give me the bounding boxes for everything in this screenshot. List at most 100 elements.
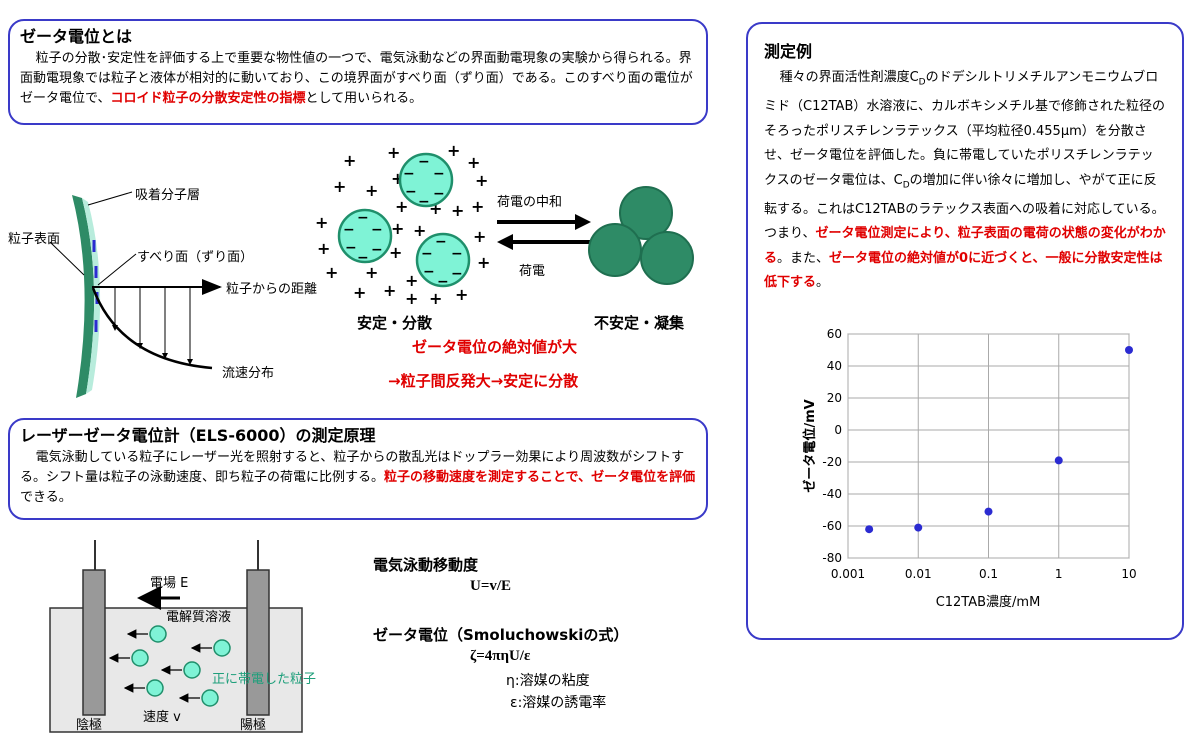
svg-text:+: + (467, 153, 480, 172)
svg-text:−: − (435, 234, 447, 250)
svg-text:+: + (405, 289, 418, 308)
cathode-electrode (82, 569, 106, 716)
repulsion-label: →粒子間反発大→安定に分散 (388, 372, 579, 390)
svg-text:+: + (317, 239, 330, 258)
chart-xlabel: C12TAB濃度/mM (936, 594, 1041, 610)
svg-text:−: − (357, 210, 369, 226)
svg-text:−: − (451, 266, 463, 282)
svg-text:+: + (473, 227, 486, 246)
stable-label: 安定・分散 (357, 314, 433, 332)
dispersion-diagram: ++++ ++++ ++++ ++++ ++++ ++++ +++ −−−−−−… (315, 141, 694, 308)
svg-text:+: + (429, 289, 442, 308)
svg-text:+: + (353, 283, 366, 302)
svg-text:−: − (357, 250, 369, 266)
svg-text:+: + (395, 197, 408, 216)
svg-text:+: + (447, 141, 460, 160)
svg-text:−: − (343, 222, 355, 238)
cathode-label: 陰極 (76, 718, 103, 733)
y-tick-label: -20 (822, 455, 842, 469)
x-tick-label: 1 (1055, 567, 1063, 581)
charge-label: 荷電 (519, 264, 546, 279)
data-point (984, 507, 993, 516)
data-point (1125, 346, 1133, 354)
y-tick-label: 20 (827, 391, 842, 405)
electrophoresis-cell (49, 540, 303, 733)
svg-text:−: − (451, 246, 463, 262)
example-highlight-1: ゼータ電位測定により、粒子表面の電荷の状態の変化がわかる (764, 226, 1166, 266)
neutralize-label: 荷電の中和 (497, 195, 563, 210)
zeta-intro-text: 粒子の分散･安定性を評価する上で重要な物性値の一つで、電気泳動などの界面動電現象… (20, 51, 693, 106)
svg-text:+: + (391, 219, 404, 238)
data-point (1054, 456, 1063, 465)
zeta-equation: ζ=4πηU/ε (470, 648, 531, 664)
svg-text:+: + (365, 263, 378, 282)
example-text: 種々の界面活性剤濃度CDのドデシルトリメチルアンモニウムブロミド（C12TAB）… (764, 70, 1166, 291)
svg-text:+: + (325, 263, 338, 282)
data-point (865, 525, 874, 534)
flow-label: 流速分布 (222, 366, 275, 381)
adsorbed-layer-label: 吸着分子層 (135, 188, 201, 203)
svg-text:−: − (371, 222, 383, 238)
x-tick-label: 0.01 (905, 567, 932, 581)
permittivity-label: ε:溶媒の誘電率 (510, 695, 607, 711)
svg-text:+: + (365, 181, 378, 200)
chart-ylabel: ゼータ電位/mV (802, 399, 818, 492)
distance-label: 粒子からの距離 (226, 282, 318, 297)
y-tick-label: -60 (822, 519, 842, 533)
y-tick-label: -80 (822, 551, 842, 565)
svg-text:−: − (371, 242, 383, 258)
svg-text:+: + (413, 221, 426, 240)
anode-electrode (246, 569, 270, 716)
mobility-title: 電気泳動移動度 (373, 556, 479, 574)
svg-text:+: + (315, 213, 328, 232)
viscosity-label: η:溶媒の粘度 (506, 673, 590, 689)
svg-text:+: + (451, 201, 464, 220)
field-label: 電場 E (150, 576, 189, 591)
particle-surface-layer (72, 195, 95, 398)
svg-text:+: + (389, 243, 402, 262)
svg-text:−: − (433, 166, 445, 182)
mobility-equation: U=v/E (470, 578, 512, 594)
principle-box: レーザーゼータ電位計（ELS-6000）の測定原理 電気泳動している粒子にレーザ… (8, 418, 708, 520)
x-tick-label: 0.001 (831, 567, 865, 581)
svg-text:−: − (418, 194, 430, 210)
svg-text:−: − (403, 166, 415, 182)
principle-text: 電気泳動している粒子にレーザー光を照射すると、粒子からの散乱光はドップラー効果に… (20, 450, 696, 505)
svg-text:−: − (423, 264, 435, 280)
example-highlight-2: ゼータ電位の絶対値が0に近づくと、一般に分散安定性は低下する (764, 250, 1163, 291)
slip-plane-label: すべり面（ずり面） (137, 250, 254, 265)
svg-text:+: + (343, 151, 356, 170)
svg-text:+: + (333, 177, 346, 196)
zeta-intro-highlight: コロイド粒子の分散安定性の指標 (110, 91, 306, 106)
svg-text:−: − (418, 154, 430, 170)
example-title: 測定例 (764, 42, 813, 61)
y-tick-label: 0 (834, 423, 842, 437)
svg-text:−: − (345, 240, 357, 256)
zeta-formula-title: ゼータ電位（Smoluchowskiの式） (373, 626, 629, 644)
svg-text:+: + (475, 171, 488, 190)
principle-title: レーザーゼータ電位計（ELS-6000）の測定原理 (20, 426, 376, 445)
aggregate-particle (619, 186, 673, 240)
positive-particle-label: 正に帯電した粒子 (212, 672, 317, 687)
svg-text:+: + (383, 281, 396, 300)
zeta-intro-title: ゼータ電位とは (20, 27, 133, 46)
svg-text:+: + (477, 253, 490, 272)
unstable-label: 不安定・凝集 (594, 314, 685, 332)
velocity-label: 速度 v (143, 710, 181, 725)
svg-text:+: + (387, 143, 400, 162)
y-tick-label: 60 (827, 327, 842, 341)
svg-text:−: − (421, 246, 433, 262)
svg-text:+: + (455, 285, 468, 304)
electrolyte-label: 電解質溶液 (166, 610, 232, 625)
principle-highlight: 粒子の移動速度を測定することで、ゼータ電位を評価 (384, 470, 696, 485)
particle-surface-label: 粒子表面 (8, 232, 61, 247)
svg-text:−: − (405, 184, 417, 200)
x-tick-label: 0.1 (979, 567, 998, 581)
svg-text:−: − (433, 186, 445, 202)
zeta-large-label: ゼータ電位の絶対値が大 (412, 338, 578, 356)
svg-text:+: + (471, 197, 484, 216)
data-point (914, 523, 923, 532)
zeta-intro-box: ゼータ電位とは 粒子の分散･安定性を評価する上で重要な物性値の一つで、電気泳動な… (8, 19, 708, 125)
slip-plane-diagram (49, 191, 222, 398)
